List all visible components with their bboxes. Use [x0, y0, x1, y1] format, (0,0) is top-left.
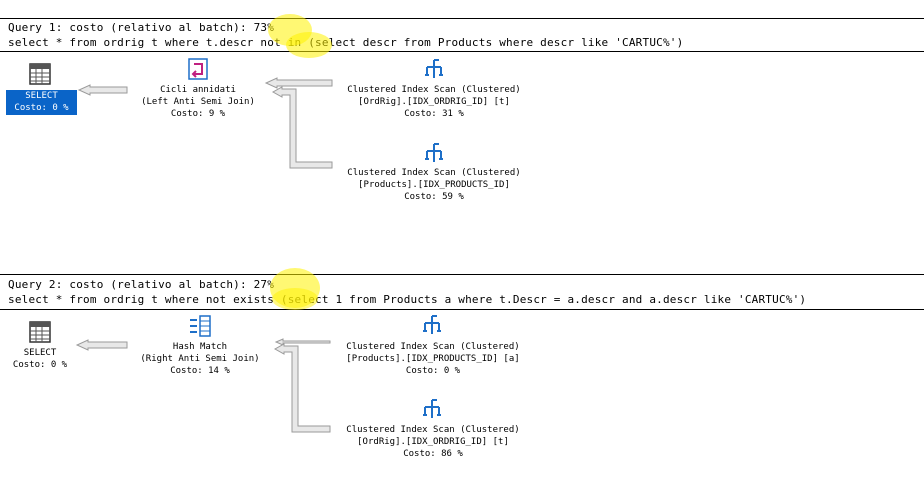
scan-cost: Costo: 86 % — [403, 449, 463, 459]
query1-header: Query 1: costo (relativo al batch): 73% … — [0, 18, 924, 52]
highlight-mark — [272, 288, 318, 310]
clustered-index-scan-icon[interactable] — [420, 313, 444, 337]
clustered-index-scan-icon[interactable] — [422, 141, 446, 165]
clustered-index-scan-icon[interactable] — [420, 397, 444, 421]
query1-join-node[interactable]: Cicli annidati (Left Anti Semi Join) Cos… — [120, 84, 276, 120]
scan-object: [OrdRig].[IDX_ORDRIG_ID] [t] — [358, 97, 510, 107]
query2-scan2-node[interactable]: Clustered Index Scan (Clustered) [OrdRig… — [328, 424, 538, 460]
join-subtitle: (Left Anti Semi Join) — [141, 97, 255, 107]
select-cost: Costo: 0 % — [14, 103, 69, 113]
scan-object: [Products].[IDX_PRODUCTS_ID] — [358, 180, 510, 190]
query2-join-node[interactable]: Hash Match (Right Anti Semi Join) Costo:… — [126, 341, 274, 377]
arrow-scan2-to-join — [271, 86, 333, 169]
select-cost: Costo: 0 % — [12, 360, 68, 370]
join-cost: Costo: 9 % — [170, 109, 226, 119]
select-node-selected[interactable] — [6, 90, 77, 115]
query2-scan1-node[interactable]: Clustered Index Scan (Clustered) [Produc… — [328, 341, 538, 377]
clustered-index-scan-icon[interactable] — [422, 57, 446, 81]
scan-cost: Costo: 59 % — [404, 192, 464, 202]
arrow-join-to-select — [75, 339, 128, 351]
query1-cost-line: Query 1: costo (relativo al batch): 73% — [8, 21, 275, 34]
scan-object: [OrdRig].[IDX_ORDRIG_ID] [t] — [357, 437, 509, 447]
select-icon[interactable] — [28, 320, 52, 344]
query1-select-node[interactable]: SELECT Costo: 0 % — [6, 90, 77, 114]
scan-object: [Products].[IDX_PRODUCTS_ID] [a] — [346, 354, 520, 364]
scan-cost: Costo: 0 % — [405, 366, 461, 376]
scan-title: Clustered Index Scan (Clustered) — [347, 168, 521, 178]
scan-title: Clustered Index Scan (Clustered) — [347, 85, 521, 95]
join-cost: Costo: 14 % — [170, 366, 230, 376]
query2-header: Query 2: costo (relativo al batch): 27% … — [0, 274, 924, 310]
query1-scan1-node[interactable]: Clustered Index Scan (Clustered) [OrdRig… — [332, 84, 536, 120]
select-label: SELECT — [23, 348, 57, 358]
join-subtitle: (Right Anti Semi Join) — [140, 354, 260, 364]
join-title: Cicli annidati — [160, 85, 236, 95]
query2-cost-line: Query 2: costo (relativo al batch): 27% — [8, 278, 275, 291]
select-label: SELECT — [25, 91, 58, 101]
select-icon[interactable] — [28, 62, 52, 86]
nested-loops-icon[interactable] — [186, 57, 210, 81]
scan-title: Clustered Index Scan (Clustered) — [346, 342, 520, 352]
arrow-scan1-to-join — [264, 77, 333, 89]
arrow-join-to-select — [77, 84, 128, 96]
arrow-scan1-to-join — [274, 338, 331, 346]
scan-title: Clustered Index Scan (Clustered) — [346, 425, 520, 435]
query1-scan2-node[interactable]: Clustered Index Scan (Clustered) [Produc… — [332, 167, 536, 203]
highlight-mark — [286, 32, 332, 58]
arrow-scan2-to-join — [273, 343, 331, 433]
join-title: Hash Match — [172, 342, 228, 352]
query2-select-node[interactable]: SELECT Costo: 0 % — [4, 347, 76, 371]
query2-sql: select * from ordrig t where not exists … — [8, 293, 807, 306]
query1-sql: select * from ordrig t where t.descr not… — [8, 36, 684, 49]
hash-match-icon[interactable] — [188, 314, 212, 338]
scan-cost: Costo: 31 % — [404, 109, 464, 119]
